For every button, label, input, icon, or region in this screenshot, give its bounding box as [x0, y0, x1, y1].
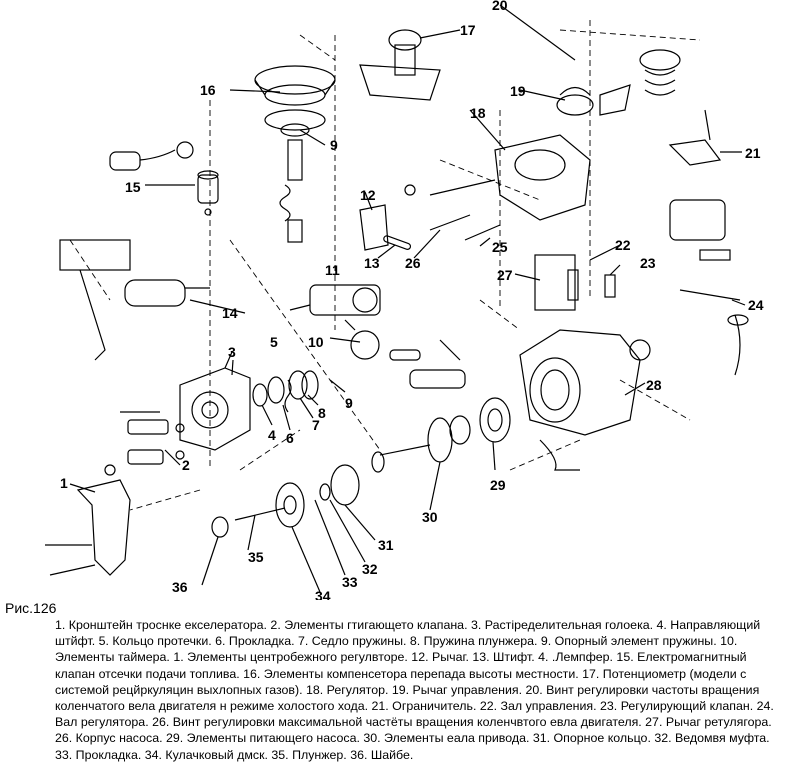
callout-13: 13: [364, 255, 380, 271]
callout-36: 36: [172, 579, 188, 595]
part-pump-housing: [519, 329, 641, 436]
part-potentiometer: [388, 29, 422, 51]
part-plunger: [234, 507, 286, 521]
part-support-ring: [330, 464, 360, 506]
callout-35: 35: [248, 549, 264, 565]
callout-1: 1: [60, 475, 68, 491]
callout-24: 24: [748, 297, 764, 313]
callout-31: 31: [378, 537, 394, 553]
part-stopper: [668, 139, 722, 166]
callout-11: 11: [325, 262, 340, 278]
callout-16: 16: [200, 82, 216, 98]
part-damper: [124, 279, 186, 307]
exploded-diagram: 1 2 3 4 5 6 7 8 9 9 10 11 12 13 14 15 16…: [45, 0, 764, 600]
callout-32: 32: [362, 561, 378, 577]
callout-17: 17: [460, 22, 476, 38]
callout-21: 21: [745, 145, 761, 161]
part-accelerator-bracket: [76, 479, 131, 576]
part-washer: [211, 516, 229, 538]
callout-18: 18: [470, 105, 486, 121]
callout-6: 6: [286, 430, 294, 446]
part-feed-pump: [479, 397, 511, 443]
callout-34: 34: [315, 588, 331, 600]
callout-12: 12: [360, 187, 376, 203]
callout-26: 26: [405, 255, 421, 271]
callout-3: 3: [228, 344, 236, 360]
part-altitude-compensator: [254, 65, 336, 95]
callout-30: 30: [422, 509, 438, 525]
callout-7: 7: [312, 417, 320, 433]
callout-23: 23: [640, 255, 656, 271]
callout-22: 22: [615, 237, 631, 253]
callout-14: 14: [222, 305, 238, 321]
callout-9b: 9: [345, 395, 353, 411]
callout-10: 10: [308, 334, 324, 350]
callout-20: 20: [492, 0, 508, 13]
part-cam-disk: [275, 482, 305, 528]
part-drive-shaft-gear: [427, 417, 453, 463]
callout-15: 15: [125, 179, 141, 195]
figure-caption: 1. Кронштейн троснке екселератора. 2. Эл…: [55, 618, 774, 762]
callout-8: 8: [318, 405, 326, 421]
part-regulator: [494, 134, 591, 221]
callout-2: 2: [182, 457, 190, 473]
callout-5: 5: [270, 334, 278, 350]
callout-9a: 9: [330, 137, 338, 153]
part-solenoid-valve: [197, 174, 219, 204]
part-distributor-head: [179, 367, 251, 451]
callout-28: 28: [646, 377, 662, 393]
part-governor-elements: [309, 284, 381, 316]
figure-label: Рис.126: [5, 600, 57, 616]
callout-19: 19: [510, 83, 526, 99]
callout-27: 27: [497, 267, 513, 283]
callout-4: 4: [268, 427, 276, 443]
callout-33: 33: [342, 574, 358, 590]
callout-29: 29: [490, 477, 506, 493]
callout-25: 25: [492, 239, 508, 255]
